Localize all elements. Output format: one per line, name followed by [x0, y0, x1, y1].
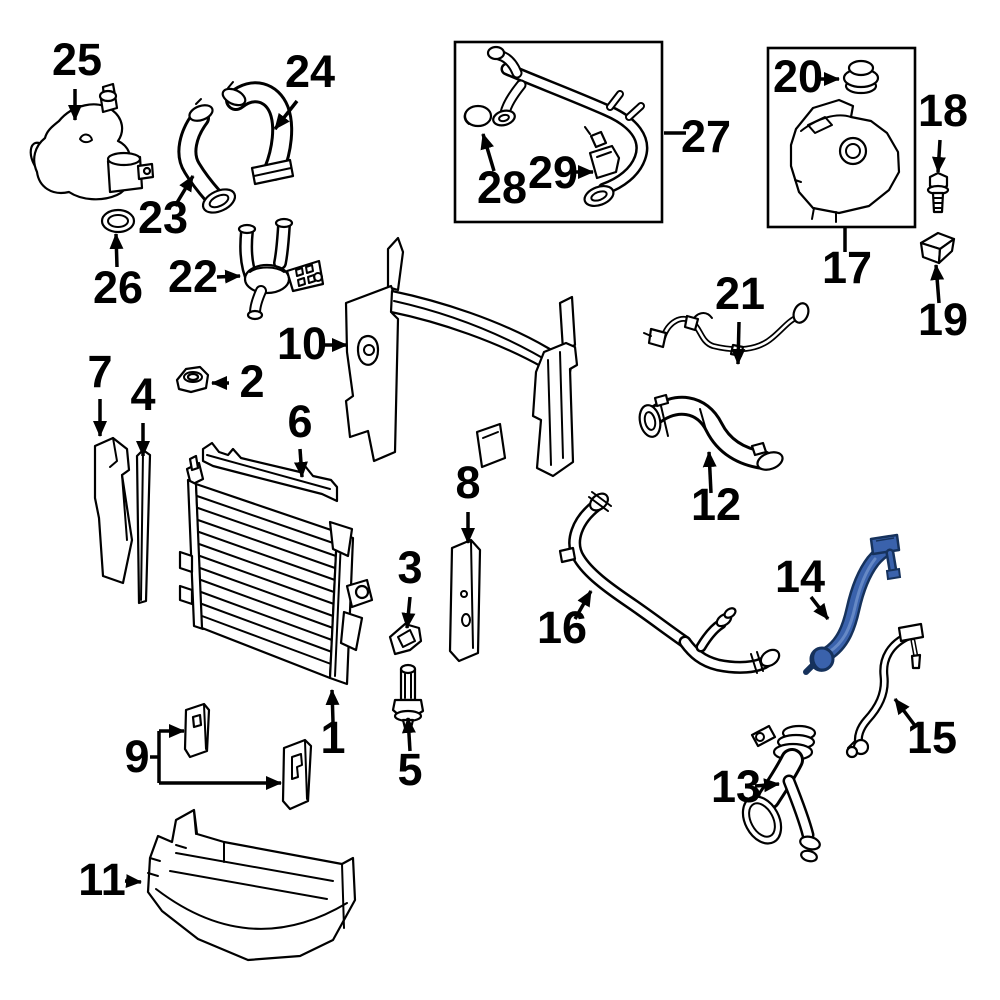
- part-tank-cap[interactable]: [842, 59, 880, 95]
- callout-11-label: 11: [78, 854, 126, 905]
- callout-29-label: 29: [528, 147, 578, 198]
- callout-13-label: 13: [711, 761, 761, 812]
- part-y-hose-13[interactable]: [735, 724, 821, 863]
- part-radiator[interactable]: [178, 454, 374, 686]
- callout-23-label: 23: [138, 192, 188, 243]
- callout-5-label: 5: [397, 744, 422, 795]
- part-upper-bracket[interactable]: [201, 441, 339, 503]
- part-pipe-assembly[interactable]: [486, 45, 649, 210]
- callout-29[interactable]: 29: [528, 147, 594, 198]
- callout-15-label: 15: [907, 712, 957, 763]
- callout-28[interactable]: 28: [477, 133, 527, 213]
- part-plug-cap[interactable]: [463, 104, 493, 128]
- callout-2[interactable]: 2: [211, 356, 265, 407]
- callout-7[interactable]: 7: [87, 346, 113, 437]
- callout-2-label: 2: [239, 356, 264, 407]
- part-overflow-hose-15[interactable]: [845, 622, 925, 759]
- callout-8-label: 8: [455, 457, 480, 508]
- callout-28-label: 28: [477, 162, 527, 213]
- part-lower-hose-12[interactable]: [637, 393, 785, 473]
- part-oring-seal[interactable]: [100, 208, 136, 234]
- part-side-seal-8[interactable]: [448, 538, 482, 663]
- callout-21-label: 21: [715, 268, 765, 319]
- callout-27[interactable]: 27: [664, 111, 731, 162]
- callout-17[interactable]: 17: [822, 228, 872, 293]
- part-harness[interactable]: [643, 301, 811, 358]
- callout-15[interactable]: 15: [893, 697, 957, 763]
- callout-14[interactable]: 14: [775, 551, 830, 621]
- callout-26[interactable]: 26: [93, 233, 143, 313]
- callout-16[interactable]: 16: [537, 590, 593, 653]
- part-branched-hose-16[interactable]: [558, 490, 782, 674]
- callout-25[interactable]: 25: [52, 34, 102, 121]
- callout-18[interactable]: 18: [918, 85, 968, 173]
- part-clip-19[interactable]: [919, 231, 956, 265]
- callout-21[interactable]: 21: [715, 268, 765, 365]
- callout-10-label: 10: [277, 318, 327, 369]
- callout-4-label: 4: [130, 369, 155, 420]
- part-sensor[interactable]: [584, 126, 621, 180]
- callout-22-label: 22: [168, 251, 218, 302]
- part-bolt-18[interactable]: [926, 171, 950, 214]
- part-lower-shield[interactable]: [146, 808, 357, 962]
- callout-24[interactable]: 24: [273, 46, 335, 131]
- grouping-box-27: [453, 40, 664, 224]
- callout-25-label: 25: [52, 34, 102, 85]
- callout-5[interactable]: 5: [397, 717, 423, 795]
- callout-20[interactable]: 20: [773, 51, 840, 102]
- callout-1[interactable]: 1: [320, 689, 346, 763]
- callout-3[interactable]: 3: [397, 542, 423, 629]
- callout-6-label: 6: [287, 396, 312, 447]
- callout-4[interactable]: 4: [130, 369, 156, 457]
- callout-12-label: 12: [691, 479, 741, 530]
- part-connector-pipe[interactable]: [237, 217, 325, 321]
- callout-12[interactable]: 12: [691, 451, 741, 530]
- callout-9[interactable]: 9: [124, 724, 282, 790]
- part-expansion-tank[interactable]: [789, 98, 901, 223]
- callout-17-label: 17: [822, 242, 872, 293]
- callout-8[interactable]: 8: [455, 457, 481, 544]
- callout-22[interactable]: 22: [168, 251, 241, 302]
- callout-27-label: 27: [681, 111, 731, 162]
- callout-7-label: 7: [87, 346, 112, 397]
- callout-18-label: 18: [918, 85, 968, 136]
- callout-20-label: 20: [773, 51, 823, 102]
- callout-9-label: 9: [124, 731, 149, 782]
- callout-13[interactable]: 13: [711, 761, 780, 812]
- callout-19-label: 19: [918, 294, 968, 345]
- callout-14-label: 14: [775, 551, 825, 602]
- part-hose-23[interactable]: [177, 98, 238, 217]
- part-brackets-9[interactable]: [183, 702, 313, 811]
- part-nut[interactable]: [175, 365, 210, 394]
- part-thermostat-housing[interactable]: [27, 82, 155, 201]
- part-bleed-hose-14-highlighted[interactable]: [803, 533, 902, 675]
- callout-1-label: 1: [320, 712, 345, 763]
- callout-24-label: 24: [285, 46, 335, 97]
- part-radiator-support[interactable]: [344, 236, 579, 478]
- callout-23[interactable]: 23: [138, 175, 195, 243]
- callout-11[interactable]: 11: [78, 854, 142, 905]
- callout-6[interactable]: 6: [287, 396, 313, 478]
- part-mount-clip-3[interactable]: [388, 622, 423, 656]
- callout-10[interactable]: 10: [277, 318, 348, 369]
- callout-3-label: 3: [397, 542, 422, 593]
- part-deflector-7[interactable]: [93, 436, 134, 585]
- callout-19[interactable]: 19: [918, 264, 968, 345]
- callout-16-label: 16: [537, 602, 587, 653]
- part-hose-24[interactable]: [220, 81, 295, 186]
- part-seal-strip-4[interactable]: [135, 448, 152, 605]
- callout-26-label: 26: [93, 262, 143, 313]
